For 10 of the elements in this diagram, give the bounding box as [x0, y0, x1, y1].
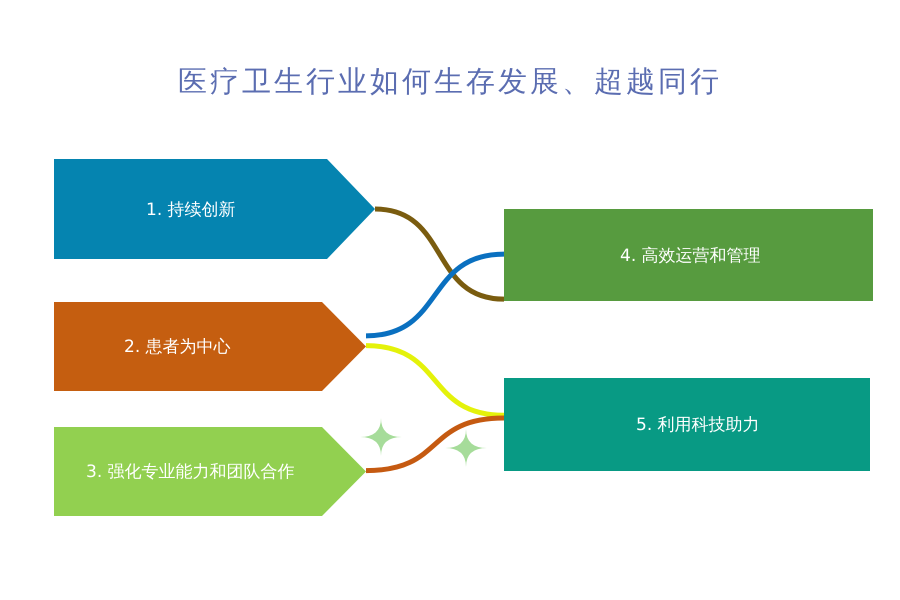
connector-line: [366, 252, 504, 338]
connector-line: [366, 416, 504, 474]
text-box: 5. 利用科技助力: [504, 378, 870, 471]
arrow-banner: 1. 持续创新: [54, 159, 375, 259]
connector-line: [366, 343, 504, 418]
title: 医疗卫生行业如何生存发展、超越同行: [177, 63, 723, 100]
arrow-banner: 3. 强化专业能力和团队合作: [54, 427, 366, 516]
connector-line: [374, 206, 504, 302]
arrow-banner: 2. 患者为中心: [54, 302, 366, 391]
text-box: 4. 高效运营和管理: [504, 209, 873, 301]
